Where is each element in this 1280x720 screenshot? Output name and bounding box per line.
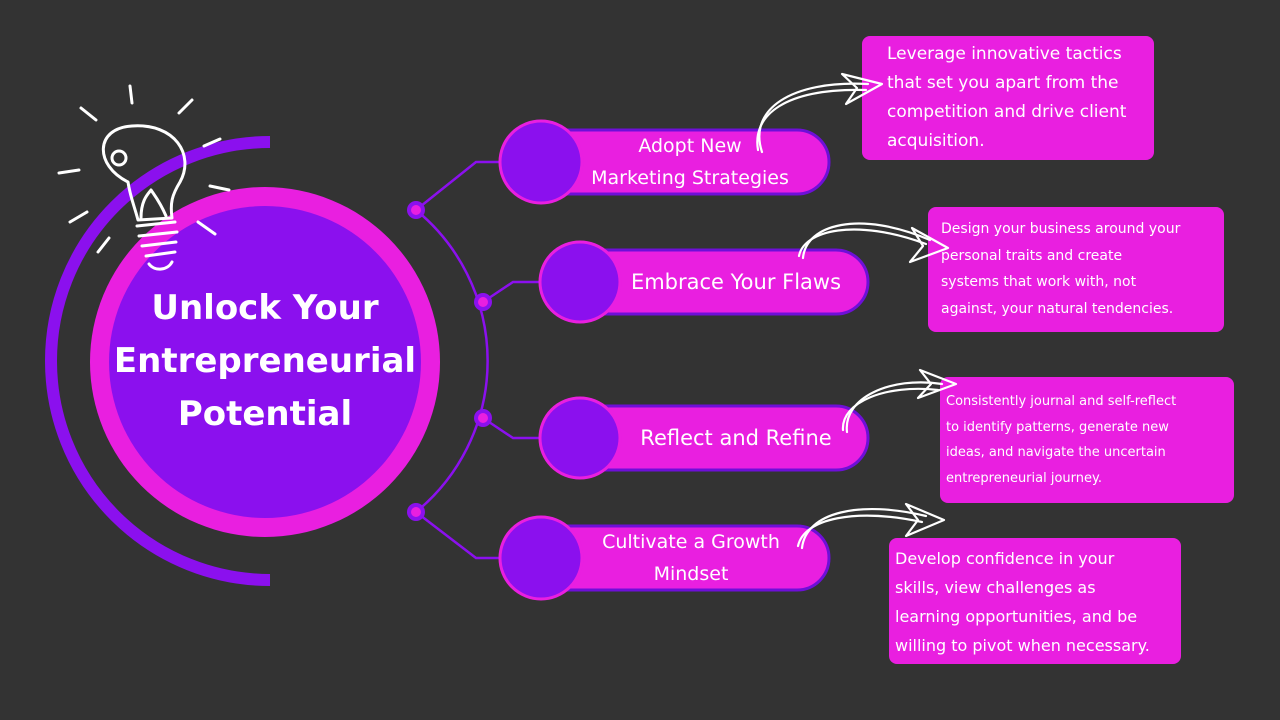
note-line: competition and drive client bbox=[887, 102, 1127, 122]
note-text-1: Leverage innovative tactics that set you… bbox=[887, 40, 1126, 156]
step-label-line: Adopt New bbox=[638, 135, 742, 157]
note-box-4 bbox=[889, 538, 1181, 664]
step-label-2: Embrace Your Flaws bbox=[620, 266, 852, 298]
note-line: against, your natural tendencies. bbox=[941, 300, 1174, 317]
step-label-4: Cultivate a Growth Mindset bbox=[586, 526, 796, 590]
note-line: Develop confidence in your bbox=[895, 549, 1115, 568]
arrow-icon bbox=[797, 222, 950, 264]
arrow-icon bbox=[796, 502, 946, 550]
note-line: systems that work with, not bbox=[941, 274, 1137, 290]
note-line: that set you apart from the bbox=[887, 73, 1119, 93]
step-pill-4 bbox=[498, 515, 831, 601]
note-line: Consistently journal and self-reflect bbox=[946, 394, 1177, 409]
step-label-line: Cultivate a Growth bbox=[602, 531, 780, 553]
step-label-1: Adopt New Marketing Strategies bbox=[575, 130, 805, 194]
note-line: to identify patterns, generate new bbox=[946, 419, 1169, 435]
step-pill-2 bbox=[538, 240, 870, 324]
connector-nodes bbox=[407, 201, 492, 521]
title-line: Entrepreneurial bbox=[113, 341, 417, 381]
central-title: Unlock Your Entrepreneurial Potential bbox=[110, 282, 420, 441]
note-line: entrepreneurial journey. bbox=[946, 470, 1102, 486]
note-text-3: Consistently journal and self-reflect to… bbox=[946, 389, 1176, 491]
note-line: acquisition. bbox=[887, 131, 985, 151]
note-text-4: Develop confidence in your skills, view … bbox=[895, 544, 1150, 660]
title-line: Unlock Your bbox=[151, 288, 379, 328]
central-circle-inner bbox=[109, 206, 421, 518]
step-label-line: Embrace Your Flaws bbox=[630, 270, 842, 294]
step-label-line: Reflect and Refine bbox=[640, 426, 832, 450]
note-line: Design your business around your bbox=[941, 221, 1181, 237]
arrow-icon bbox=[756, 72, 884, 154]
note-line: skills, view challenges as bbox=[895, 578, 1096, 597]
note-box-1 bbox=[862, 36, 1154, 160]
note-box-3 bbox=[940, 377, 1234, 503]
note-text-2: Design your business around your persona… bbox=[941, 216, 1180, 322]
lightbulb-icon bbox=[57, 84, 231, 271]
step-pill-3 bbox=[538, 396, 870, 480]
note-line: ideas, and navigate the uncertain bbox=[946, 445, 1166, 460]
note-line: Leverage innovative tactics bbox=[887, 44, 1122, 64]
title-line: Potential bbox=[177, 394, 353, 434]
step-pill-1 bbox=[498, 119, 831, 205]
connector-lines bbox=[415, 160, 541, 560]
note-box-2 bbox=[928, 207, 1224, 332]
step-label-line: Mindset bbox=[653, 563, 729, 585]
arrow-icon bbox=[841, 368, 958, 434]
step-label-line: Marketing Strategies bbox=[591, 167, 789, 189]
outer-arc bbox=[45, 136, 271, 586]
note-line: learning opportunities, and be bbox=[895, 607, 1138, 626]
step-label-3: Reflect and Refine bbox=[624, 422, 848, 454]
note-line: personal traits and create bbox=[941, 247, 1123, 264]
note-line: willing to pivot when necessary. bbox=[895, 636, 1150, 655]
